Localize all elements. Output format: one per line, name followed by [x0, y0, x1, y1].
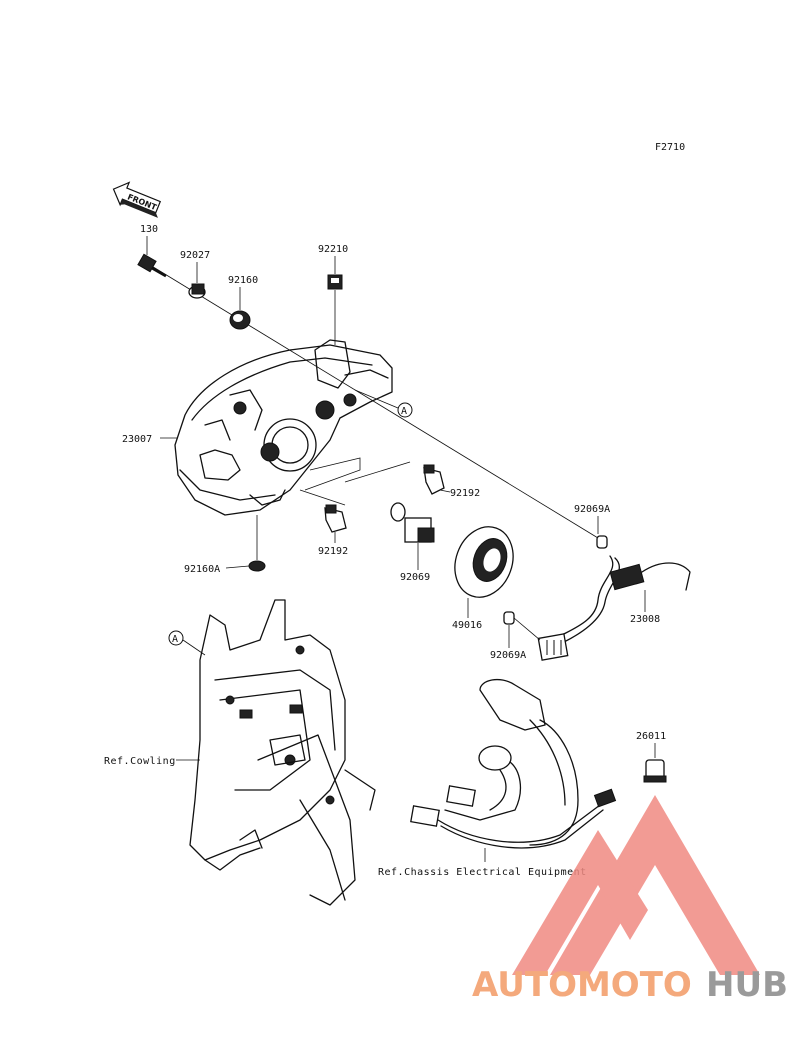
- headlight-housing-23007: [174, 339, 393, 516]
- clip-92192-right: [423, 464, 445, 495]
- damper-92160: [229, 310, 251, 330]
- watermark-logo-icon: [512, 795, 760, 975]
- front-arrow-icon: FRONT: [112, 181, 162, 218]
- bolt-130: [137, 253, 167, 278]
- callout-23008: 23008: [630, 614, 660, 625]
- watermark-automoto: AUTOMOTO: [472, 965, 692, 1005]
- callout-23007: 23007: [122, 434, 152, 445]
- callout-92210: 92210: [318, 244, 348, 255]
- grommet-92160A: [248, 560, 266, 572]
- collar-92027: [188, 283, 206, 299]
- cowling-stay-frame: [189, 599, 376, 906]
- marker-a-bottom: A: [172, 634, 178, 645]
- watermark: AUTOMOTO HUB: [472, 965, 788, 1005]
- bulb-26011: [643, 759, 667, 783]
- callout-26011: 26011: [636, 731, 666, 742]
- ref-chassis-electrical: Ref.Chassis Electrical Equipment: [378, 867, 587, 878]
- bulb-92069: [390, 502, 435, 543]
- callout-92192-left: 92192: [318, 546, 348, 557]
- callout-92069A-top: 92069A: [574, 504, 610, 515]
- nut-92210: [327, 274, 343, 290]
- callout-92192-right: 92192: [450, 488, 480, 499]
- clip-92192-left: [324, 504, 347, 533]
- figure-code: F2710: [655, 142, 685, 153]
- callout-92069A-bottom: 92069A: [490, 650, 526, 661]
- ref-cowling: Ref.Cowling: [104, 756, 176, 767]
- callout-92160A: 92160A: [184, 564, 220, 575]
- bulb-92069A-bottom: [503, 611, 515, 625]
- bulb-92069A-top: [596, 535, 608, 549]
- assembly-axis-line: [149, 264, 599, 539]
- chassis-harness: [410, 678, 617, 849]
- marker-a-top: A: [401, 406, 407, 417]
- callout-92027: 92027: [180, 250, 210, 261]
- harness-23008: [537, 555, 691, 661]
- cap-49016: [454, 526, 514, 598]
- callout-92160: 92160: [228, 275, 258, 286]
- callout-130: 130: [140, 224, 158, 235]
- callout-49016: 49016: [452, 620, 482, 631]
- callout-92069: 92069: [400, 572, 430, 583]
- watermark-hub: HUB: [706, 965, 788, 1005]
